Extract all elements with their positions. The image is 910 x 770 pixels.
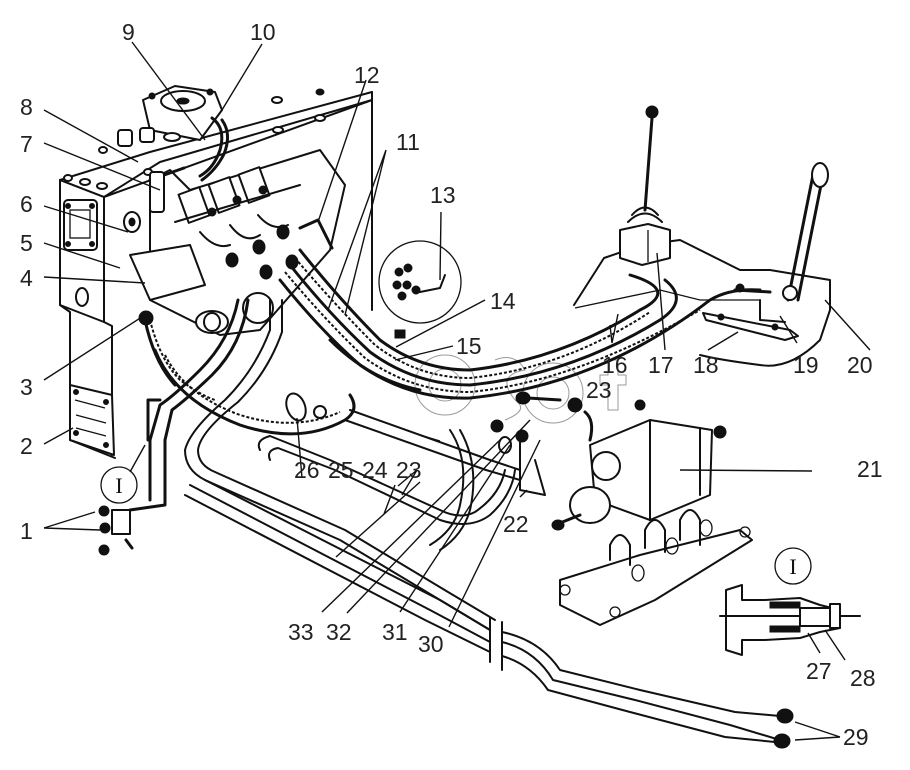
detail-marker-right-label: I [789, 554, 796, 579]
hydraulic-tank-body [59, 88, 373, 459]
callout-3: 3 [20, 374, 33, 400]
callout-19: 19 [793, 352, 819, 378]
pump-head [117, 85, 229, 182]
callout-26: 26 [294, 457, 320, 483]
callout-13: 13 [430, 182, 456, 208]
callout-33: 33 [288, 619, 314, 645]
callout-23-upper: 23 [586, 377, 612, 403]
hand-lever [702, 162, 829, 341]
detail-13-inset [378, 240, 462, 339]
callout-15: 15 [456, 333, 482, 359]
callout-18: 18 [693, 352, 719, 378]
leader-lines [43, 41, 871, 741]
callout-31: 31 [382, 619, 408, 645]
callout-10: 10 [250, 19, 276, 45]
callout-24: 24 [362, 457, 388, 483]
distributor-valve [123, 149, 346, 336]
callout-28: 28 [850, 665, 876, 691]
callout-17: 17 [648, 352, 674, 378]
callout-6: 6 [20, 191, 33, 217]
callout-20: 20 [847, 352, 873, 378]
callout-29: 29 [843, 724, 869, 750]
callout-32: 32 [326, 619, 352, 645]
detail-marker-right: I [774, 547, 812, 585]
detail-marker-left-label: I [115, 473, 122, 498]
callout-12: 12 [354, 62, 380, 88]
callout-22: 22 [503, 511, 529, 537]
callout-1: 1 [20, 518, 33, 544]
callout-30: 30 [418, 631, 444, 657]
detail-view-fitting [719, 584, 861, 656]
callout-14: 14 [490, 288, 516, 314]
control-panel [573, 239, 831, 367]
callout-7: 7 [20, 131, 33, 157]
hydraulic-cylinder [551, 399, 753, 626]
callout-21: 21 [857, 456, 883, 482]
callout-8: 8 [20, 94, 33, 120]
callout-2: 2 [20, 433, 33, 459]
cover-plate [69, 384, 115, 456]
callout-5: 5 [20, 230, 33, 256]
detail-1-fitting [98, 505, 134, 556]
callout-16: 16 [602, 352, 628, 378]
callout-4: 4 [20, 265, 33, 291]
callout-27: 27 [806, 658, 832, 684]
callout-11: 11 [396, 129, 420, 155]
joystick-lever [619, 105, 671, 266]
callout-25: 25 [328, 457, 354, 483]
callout-labels: 1 2 3 4 5 6 7 8 9 10 11 12 13 14 15 16 1… [20, 19, 883, 750]
hydraulic-hoses [128, 149, 794, 749]
line-fittings [490, 391, 594, 496]
callout-9: 9 [122, 19, 135, 45]
detail-marker-left: I [100, 444, 146, 504]
callout-23: 23 [396, 457, 422, 483]
